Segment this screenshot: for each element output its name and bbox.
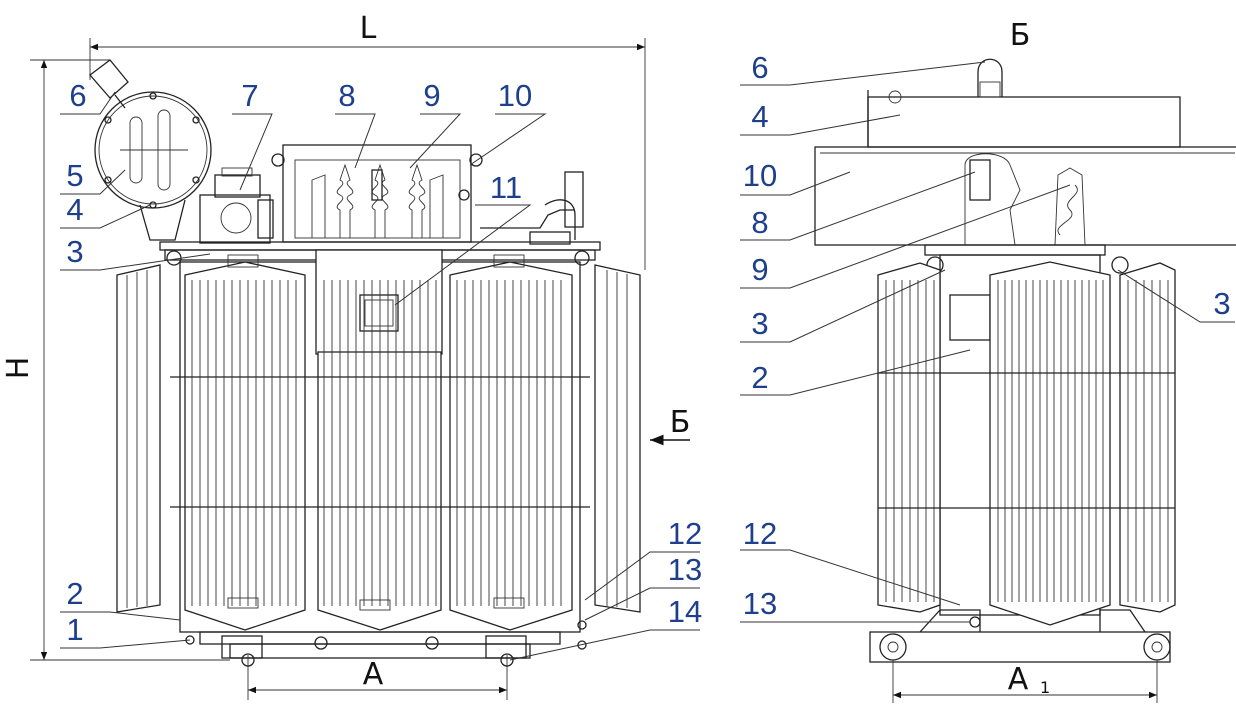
side-callout-conservator: 4 <box>751 99 768 134</box>
side-conservator <box>867 96 1181 148</box>
nameplate <box>315 249 443 355</box>
dimension-a1-label: A <box>1008 662 1029 697</box>
side-radiators <box>116 264 641 613</box>
side-callouts: 6 4 10 8 9 3 3 2 12 13 <box>743 50 1231 621</box>
dimension-a-label: A <box>363 657 384 692</box>
side-callout-hv-bushing: 8 <box>751 205 768 240</box>
side-breather <box>977 58 1003 97</box>
dimension-h: H <box>1 59 230 661</box>
callout-oil-gauge: 5 <box>66 158 83 193</box>
callout-lifting-lug: 3 <box>66 234 83 269</box>
bushing-box <box>271 144 483 243</box>
callout-grounding: 1 <box>66 612 83 647</box>
side-bushing-box <box>814 146 1236 246</box>
view-arrow-label: Б <box>670 405 691 440</box>
callout-hv-bushing: 8 <box>338 78 355 113</box>
side-base-frame <box>869 631 1171 663</box>
side-callout-lug-right: 3 <box>1213 286 1230 321</box>
dimension-h-label: H <box>1 357 36 380</box>
callout-lv-bushing: 9 <box>423 78 440 113</box>
side-callout-sample-plug: 13 <box>743 586 777 621</box>
dimension-l: L <box>89 11 646 270</box>
conservator-tank <box>89 59 212 241</box>
dimension-a1-subscript: 1 <box>1040 678 1050 697</box>
side-view: Б <box>740 18 1236 703</box>
callout-tank: 2 <box>66 576 83 611</box>
front-leaders <box>60 91 700 661</box>
callout-nameplate: 11 <box>490 170 522 205</box>
side-callout-lv-bushing: 9 <box>751 252 768 287</box>
side-callout-breather: 6 <box>751 50 768 85</box>
callout-breather: 6 <box>69 78 86 113</box>
front-view: L H A Б <box>1 11 702 700</box>
side-leaders <box>740 61 1235 623</box>
base-frame <box>185 620 587 667</box>
side-radiator-center <box>989 261 1111 626</box>
dimension-l-label: L <box>360 11 377 46</box>
side-callout-bushing-box: 10 <box>743 158 777 193</box>
callout-sample-plug: 13 <box>668 552 702 587</box>
side-view-title: Б <box>1010 18 1031 53</box>
callout-roller: 14 <box>668 594 702 629</box>
side-radiator-left <box>877 262 941 613</box>
view-arrow: Б <box>650 405 691 446</box>
side-callout-drain-valve: 12 <box>743 516 777 551</box>
dimension-a: A <box>247 655 508 700</box>
callout-drain-valve: 12 <box>668 516 702 551</box>
side-radiator-right <box>1119 262 1176 613</box>
side-callout-lug-left: 3 <box>751 306 768 341</box>
side-callout-tank: 2 <box>751 360 768 395</box>
dimension-a1: A 1 <box>892 660 1158 703</box>
radiator-banks <box>170 254 590 631</box>
front-callouts: 6 7 8 9 10 5 4 11 3 2 1 12 13 14 <box>66 78 702 647</box>
callout-drive: 7 <box>241 78 258 113</box>
callout-bushing-box: 10 <box>498 78 532 113</box>
callout-conservator: 4 <box>66 192 83 227</box>
gas-relay <box>480 171 584 245</box>
tap-changer-drive <box>199 167 274 244</box>
